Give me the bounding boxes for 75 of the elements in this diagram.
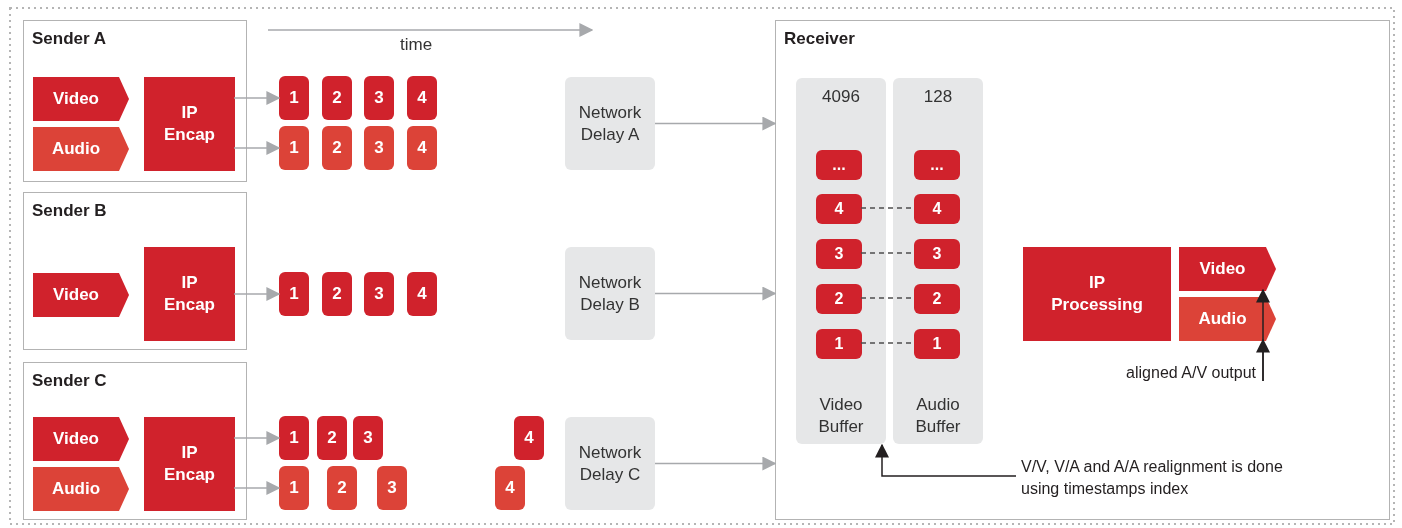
buffer-entry: ... [816, 150, 862, 180]
packet-tile: 4 [514, 416, 544, 460]
packet-tile: 4 [407, 272, 437, 316]
leader-line [875, 443, 1017, 477]
packet-tile: 4 [407, 76, 437, 120]
packet-tile: 1 [279, 466, 309, 510]
packet-tile: 2 [327, 466, 357, 510]
delay-box: Network Delay B [565, 247, 655, 340]
media-tab: Audio [33, 127, 129, 171]
dashed-link [860, 342, 914, 344]
media-tab: Video [33, 273, 129, 317]
process-block: IP Encap [144, 417, 235, 511]
process-block: IP Encap [144, 77, 235, 171]
buffer-column [796, 78, 886, 444]
packet-tile: 3 [364, 272, 394, 316]
buffer-entry: 2 [914, 284, 960, 314]
buffer-label: Video Buffer [817, 394, 865, 438]
group-panel [23, 20, 247, 182]
dashed-link [860, 297, 914, 299]
media-tab: Video [1179, 247, 1276, 291]
arrow [233, 141, 281, 155]
arrow [654, 116, 777, 131]
buffer-label: Audio Buffer [914, 394, 962, 438]
arrow [233, 431, 281, 445]
buffer-entry: 3 [914, 239, 960, 269]
dashed-link [860, 252, 914, 254]
media-tab: Audio [1179, 297, 1276, 341]
packet-tile: 1 [279, 76, 309, 120]
axis-label: time [400, 35, 433, 55]
dashed-link [860, 207, 914, 209]
panel-title: Sender A [32, 29, 106, 49]
packet-tile: 1 [279, 416, 309, 460]
buffer-entry: 4 [914, 194, 960, 224]
buffer-entry: 2 [816, 284, 862, 314]
arrow [654, 286, 777, 301]
packet-tile: 3 [364, 126, 394, 170]
panel-title: Sender B [32, 201, 107, 221]
packet-tile: 1 [279, 126, 309, 170]
buffer-entry: 3 [816, 239, 862, 269]
group-panel [775, 20, 1390, 520]
delay-box: Network Delay C [565, 417, 655, 510]
packet-tile: 3 [353, 416, 383, 460]
packet-tile: 2 [317, 416, 347, 460]
group-panel [23, 192, 247, 350]
packet-tile: 4 [495, 466, 525, 510]
packet-tile: 4 [407, 126, 437, 170]
packet-tile: 2 [322, 272, 352, 316]
arrow [233, 481, 281, 495]
packet-tile: 3 [364, 76, 394, 120]
arrow [654, 456, 777, 471]
note-text: aligned A/V output [1081, 362, 1256, 384]
process-block: IP Encap [144, 247, 235, 341]
media-tab: Video [33, 417, 129, 461]
media-tab: Video [33, 77, 129, 121]
buffer-entry: 1 [914, 329, 960, 359]
note-text: V/V, V/A and A/A realignment is done using timestamps index [1021, 456, 1283, 500]
media-tab: Audio [33, 467, 129, 511]
buffer-entry: ... [914, 150, 960, 180]
arrow [233, 91, 281, 105]
packet-tile: 3 [377, 466, 407, 510]
delay-box: Network Delay A [565, 77, 655, 170]
capacity-label: 128 [922, 86, 954, 108]
buffer-column [893, 78, 983, 444]
packet-tile: 2 [322, 76, 352, 120]
panel-title: Receiver [784, 29, 855, 49]
packet-tile: 1 [279, 272, 309, 316]
capacity-label: 4096 [821, 86, 861, 108]
buffer-entry: 1 [816, 329, 862, 359]
arrow [233, 287, 281, 301]
process-block: IP Processing [1023, 247, 1171, 341]
panel-title: Sender C [32, 371, 107, 391]
leader-line [1256, 338, 1270, 382]
group-panel [23, 362, 247, 520]
buffer-entry: 4 [816, 194, 862, 224]
packet-tile: 2 [322, 126, 352, 170]
